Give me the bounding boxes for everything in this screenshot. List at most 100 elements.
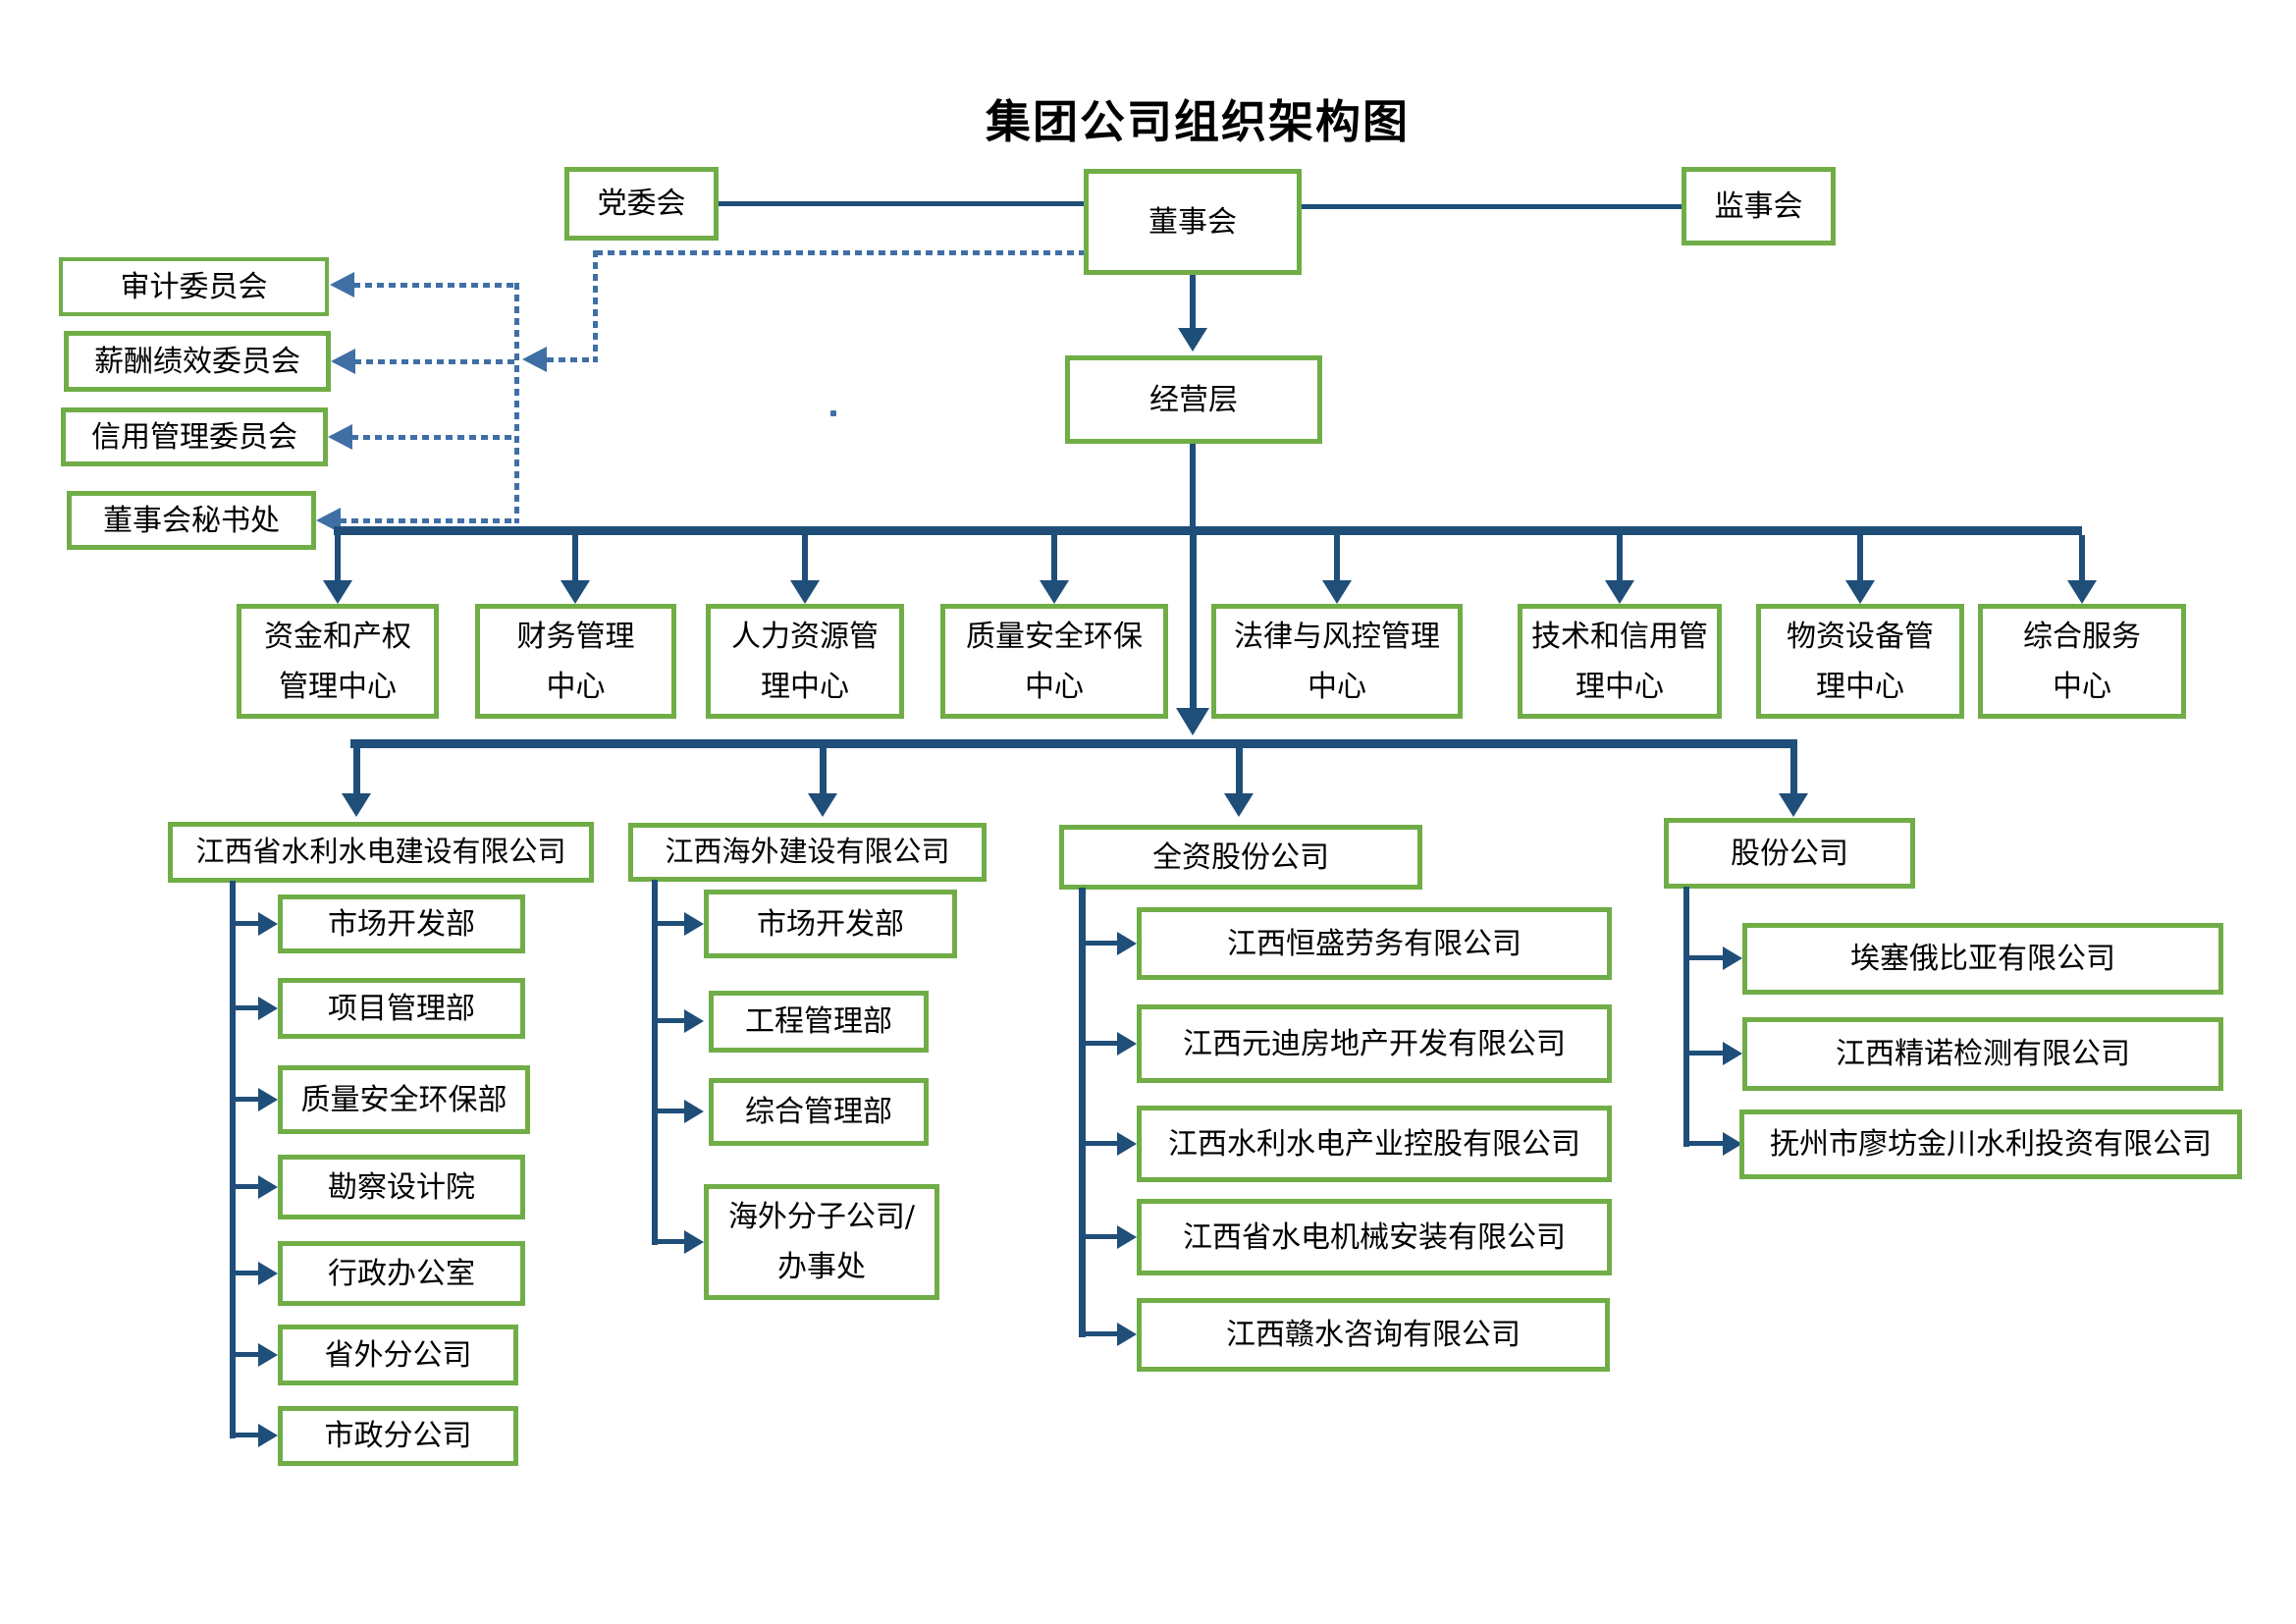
spine-column-4 [1683,887,1689,1147]
stub-center-4 [1051,535,1057,582]
stub-c4-2 [1686,1051,1723,1056]
arrow-c3-2 [1117,1032,1137,1056]
line-board-to-management [1190,275,1196,330]
arrow-center-8 [2067,580,2097,604]
box-center-quality-safety: 质量安全环保 中心 [940,604,1168,719]
dotted-line-party-stub [547,357,596,362]
box-c2-overseas-offices: 海外分子公司/ 办事处 [704,1184,939,1300]
arrow-c2-4 [684,1230,704,1254]
box-c4-ethiopia: 埃塞俄比亚有限公司 [1742,923,2223,995]
stub-c2-3 [655,1109,684,1113]
stub-center-2 [572,535,578,582]
arrow-c4-2 [1723,1042,1742,1065]
box-center-finance: 财务管理 中心 [475,604,676,719]
arrow-center-4 [1040,580,1069,604]
dotted-line-committee-spine [514,283,519,523]
arrow-c1-7 [258,1424,278,1447]
box-board-secretariat: 董事会秘书处 [67,491,316,550]
stub-c1-4 [233,1184,258,1189]
box-center-legal-risk: 法律与风控管理 中心 [1211,604,1463,719]
stub-center-8 [2079,535,2085,582]
stub-c1-5 [233,1271,258,1275]
box-subsidiary-stock-company: 股份公司 [1664,818,1915,889]
stub-center-3 [802,535,808,582]
stub-subsidiary-3 [1236,739,1243,795]
stub-c2-2 [655,1018,684,1023]
box-center-funds-property: 资金和产权 管理中心 [237,604,439,719]
box-c1-project-mgmt: 项目管理部 [278,978,525,1039]
arrow-down-subsidiaries [1176,708,1209,735]
dotted-stub-audit [353,283,514,288]
dotted-stub-secretariat [340,518,514,523]
line-central-drop [1190,535,1197,710]
line-centers-distribution [334,526,2082,535]
arrow-left-party-junction [522,347,547,372]
stub-c1-3 [233,1097,258,1102]
line-board-to-supervisory [1302,204,1682,209]
stub-c2-1 [655,921,684,926]
stub-c3-3 [1082,1141,1117,1146]
arrow-center-2 [561,580,590,604]
stub-c1-6 [233,1352,258,1357]
dotted-line-party-drop [593,250,598,362]
line-subsidiaries-distribution [350,739,1797,748]
arrow-c1-6 [258,1343,278,1367]
line-party-to-board [719,201,1084,206]
box-center-tech-credit: 技术和信用管 理中心 [1518,604,1722,719]
arrow-down-management [1178,328,1207,352]
box-c3-ganshui-consulting: 江西赣水咨询有限公司 [1137,1298,1610,1372]
arrow-c2-3 [684,1100,704,1123]
spine-column-2 [652,880,658,1245]
page-title: 集团公司组织架构图 [986,95,1410,148]
arrow-c4-3 [1723,1132,1742,1156]
box-center-general-services: 综合服务 中心 [1978,604,2186,719]
arrow-subsidiary-4 [1779,793,1808,817]
box-center-hr: 人力资源管 理中心 [706,604,904,719]
arrow-c2-2 [684,1009,704,1033]
box-subsidiary-overseas: 江西海外建设有限公司 [628,823,987,882]
arrow-center-6 [1605,580,1634,604]
box-supervisory-board: 监事会 [1682,167,1836,245]
arrow-left-audit [330,272,354,298]
stub-subsidiary-2 [820,739,827,795]
line-management-drop [1190,444,1196,530]
box-c2-general-mgmt: 综合管理部 [709,1078,929,1146]
stub-center-5 [1334,535,1340,582]
stub-c2-4 [655,1239,684,1244]
box-center-materials-equipment: 物资设备管 理中心 [1756,604,1964,719]
arrow-c1-1 [258,912,278,936]
stub-subsidiary-1 [353,739,360,795]
stub-c3-4 [1082,1234,1117,1239]
box-subsidiary-wholly-owned: 全资股份公司 [1059,825,1422,890]
arrow-c2-1 [684,912,704,936]
arrow-c1-3 [258,1088,278,1111]
arrow-subsidiary-1 [342,793,371,817]
arrow-c3-1 [1117,932,1137,955]
stub-c3-5 [1082,1331,1117,1336]
box-c1-quality-safety: 质量安全环保部 [278,1065,530,1134]
arrow-center-5 [1322,580,1352,604]
box-c1-municipal-branch: 市政分公司 [278,1406,518,1466]
stub-c3-1 [1082,941,1117,946]
stub-center-6 [1617,535,1623,582]
box-c4-fuzhou-liaofang: 抚州市廖坊金川水利投资有限公司 [1739,1110,2242,1179]
arrow-center-7 [1845,580,1875,604]
stub-c1-1 [233,921,258,926]
stray-dot [830,410,836,416]
spine-column-3 [1079,888,1086,1337]
box-audit-committee: 审计委员会 [59,257,329,316]
box-c2-market-dev: 市场开发部 [704,890,957,958]
stub-c4-3 [1686,1141,1723,1146]
stub-c3-2 [1082,1041,1117,1046]
box-c1-market-dev: 市场开发部 [278,894,525,953]
stub-c1-7 [233,1433,258,1437]
spine-column-1 [230,881,236,1438]
arrow-c4-1 [1723,947,1742,970]
box-c4-jingnuo-testing: 江西精诺检测有限公司 [1742,1017,2223,1091]
stub-subsidiary-4 [1790,739,1797,795]
box-credit-management-committee: 信用管理委员会 [61,407,328,466]
arrow-c3-5 [1117,1323,1137,1346]
box-c3-yuandi-realestate: 江西元迪房地产开发有限公司 [1137,1004,1612,1083]
box-party-committee: 党委会 [564,167,719,241]
